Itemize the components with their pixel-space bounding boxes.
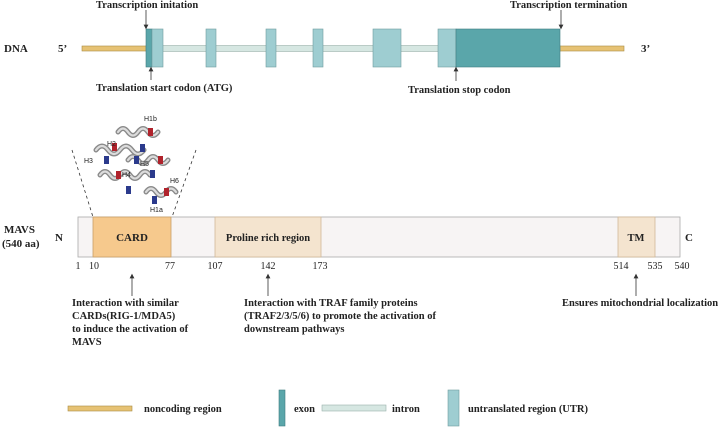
five-prime-label: 5’ — [58, 43, 67, 55]
n-terminus-label: N — [55, 232, 63, 244]
tm-domain-label: TM — [628, 233, 645, 244]
legend: noncoding region exon intron untranslate… — [67, 389, 588, 427]
exon-2 — [205, 28, 217, 68]
legend-noncoding-swatch — [67, 405, 133, 412]
dna-section: DNA 5’ 3’ Transcription initation Transc… — [4, 0, 650, 96]
legend-utr-swatch — [447, 389, 460, 427]
protein-bar — [77, 216, 681, 258]
exon-3 — [265, 28, 277, 68]
noncoding-region-5prime — [81, 45, 147, 52]
position-1: 1 — [76, 261, 81, 272]
position-10: 10 — [89, 261, 99, 272]
card-annotation-line-2: CARDs(RIG-1/MDA5) — [72, 311, 176, 322]
residue-red-5 — [164, 188, 169, 196]
tm-domain — [617, 216, 656, 258]
legend-exon-label: exon — [294, 404, 315, 415]
residue-red-4 — [116, 171, 121, 179]
proline-annotation-line-2: (TRAF2/3/5/6) to promote the activation … — [244, 311, 436, 322]
residue-blue-1 — [104, 156, 109, 164]
card-domain — [92, 216, 172, 258]
protein-length: (540 aa) — [2, 238, 40, 250]
proline-annotation-line-3: downstream pathways — [244, 324, 344, 335]
exon-last — [455, 28, 561, 68]
position-540: 540 — [675, 261, 690, 272]
card-domain-label: CARD — [116, 232, 148, 244]
position-142: 142 — [261, 261, 276, 272]
exon-start — [145, 28, 153, 68]
position-173: 173 — [313, 261, 328, 272]
translation-stop-label: Translation stop codon — [408, 85, 511, 96]
helix-label-h1a: H1a — [150, 207, 163, 214]
helix-label-h2: H2 — [107, 141, 116, 148]
utr-5prime — [151, 28, 164, 68]
proline-rich-label: Proline rich region — [226, 233, 310, 244]
dna-label: DNA — [4, 43, 28, 55]
residue-blue-6 — [140, 144, 145, 152]
residue-blue-5 — [152, 196, 157, 204]
helix-label-h3: H3 — [84, 158, 93, 165]
ribbon-helices — [93, 126, 179, 204]
position-514: 514 — [614, 261, 629, 272]
legend-noncoding-label: noncoding region — [144, 404, 222, 415]
helix-label-h5: H5 — [140, 161, 149, 168]
residue-red-3 — [158, 156, 163, 164]
card-annotation-line-3: to induce the activation of — [72, 324, 189, 335]
mavs-protein-section: MAVS (540 aa) N C CARD Proline rich regi… — [2, 216, 718, 348]
translation-start-label: Translation start codon (ATG) — [96, 83, 233, 94]
legend-intron-label: intron — [392, 404, 420, 415]
helix-label-h6: H6 — [170, 178, 179, 185]
proline-rich-region — [214, 216, 322, 258]
legend-intron-swatch — [321, 404, 387, 412]
residue-red-1 — [112, 143, 117, 151]
tm-annotation-line-1: Ensures mitochondrial localization — [562, 298, 718, 309]
proline-annotation-line-1: Interaction with TRAF family proteins — [244, 298, 418, 309]
helix-label-h1b: H1b — [144, 116, 157, 123]
position-107: 107 — [208, 261, 223, 272]
c-terminus-label: C — [685, 232, 693, 244]
helix-label-h4: H4 — [122, 172, 131, 179]
legend-exon-swatch — [278, 389, 286, 427]
exon-6-utr — [437, 28, 457, 68]
card-annotation-line-1: Interaction with similar — [72, 298, 179, 309]
transcription-termination-label: Transcription termination — [510, 0, 628, 11]
card-annotation-line-4: MAVS — [72, 337, 102, 348]
exon-4 — [312, 28, 324, 68]
residue-blue-2 — [134, 156, 139, 164]
exon-5 — [372, 28, 402, 68]
legend-utr-label: untranslated region (UTR) — [468, 404, 588, 415]
protein-name: MAVS — [4, 224, 35, 236]
residue-blue-4 — [126, 186, 131, 194]
transcription-initiation-label: Transcription initation — [96, 0, 198, 11]
residue-blue-3 — [150, 170, 155, 178]
position-77: 77 — [165, 261, 175, 272]
residue-red-2 — [148, 128, 153, 136]
position-535: 535 — [648, 261, 663, 272]
card-structure-model: H1b H2 H3 H4 H5 H6 H1a — [71, 116, 197, 218]
noncoding-region-3prime — [559, 45, 625, 52]
three-prime-label: 3’ — [641, 43, 650, 55]
